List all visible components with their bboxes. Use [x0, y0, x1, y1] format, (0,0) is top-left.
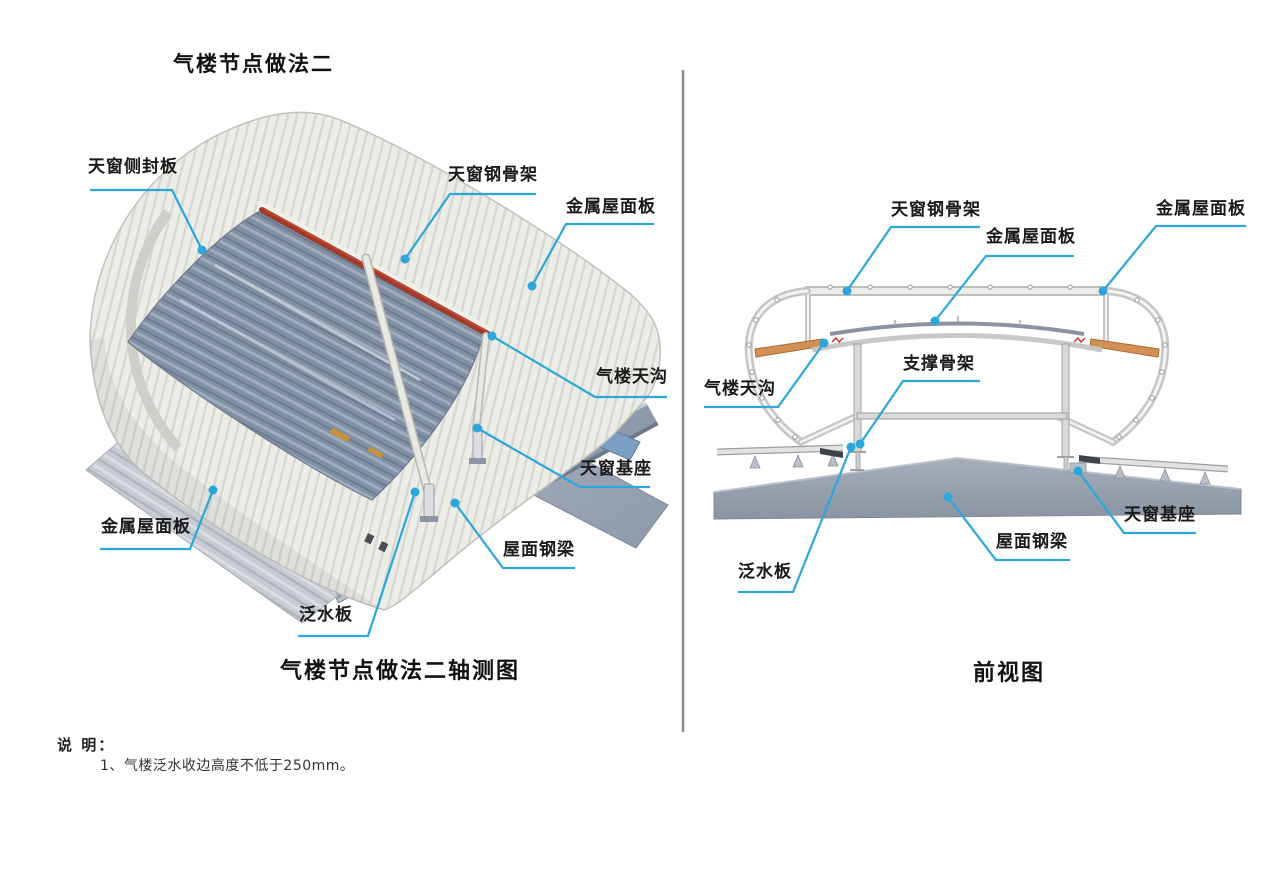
left-view-drawing — [85, 111, 669, 624]
label-skylight-steel-frame: 天窗钢骨架 — [891, 200, 981, 220]
notes-item-1: 1、气楼泛水收边高度不低于250mm。 — [100, 758, 355, 774]
label-metal-roof-panel-bottom: 金属屋面板 — [101, 517, 191, 537]
notes-heading: 说 明： — [57, 736, 116, 754]
label-skylight-side-seal-panel: 天窗侧封板 — [88, 157, 178, 177]
page-title: 气楼节点做法二 — [173, 52, 334, 76]
label-flashing-plate: 泛水板 — [299, 605, 353, 625]
label-metal-roof-panel-mid: 金属屋面板 — [986, 227, 1076, 247]
label-skylight-base: 天窗基座 — [580, 459, 652, 479]
label-flashing-plate: 泛水板 — [738, 562, 792, 582]
left-view-caption: 气楼节点做法二轴测图 — [280, 659, 521, 684]
label-metal-roof-panel-top: 金属屋面板 — [566, 197, 656, 217]
right-view-caption: 前视图 — [973, 661, 1046, 686]
label-support-frame: 支撑骨架 — [903, 354, 975, 374]
label-monitor-gutter: 气楼天沟 — [704, 379, 776, 399]
label-roof-steel-beam: 屋面钢梁 — [996, 532, 1068, 552]
label-monitor-gutter: 气楼天沟 — [596, 367, 668, 387]
label-skylight-steel-frame: 天窗钢骨架 — [448, 165, 538, 185]
callout-lines — [90, 188, 1246, 638]
label-roof-steel-beam: 屋面钢梁 — [503, 540, 575, 560]
callout-dots — [197, 245, 1108, 508]
label-metal-roof-panel-right: 金属屋面板 — [1156, 199, 1246, 219]
right-view-drawing — [713, 284, 1242, 520]
label-skylight-base: 天窗基座 — [1124, 505, 1196, 525]
